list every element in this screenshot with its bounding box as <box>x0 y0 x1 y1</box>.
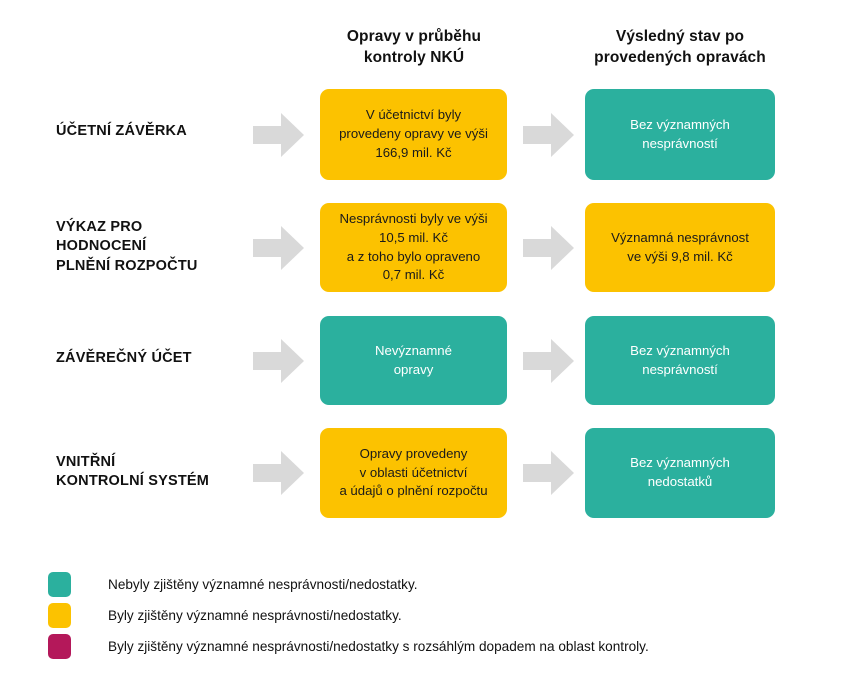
arrow-right-icon <box>523 338 575 384</box>
legend-item: Byly zjištěny významné nesprávnosti/nedo… <box>48 632 649 661</box>
row-label-ucetni-zaverka: ÚČETNÍ ZÁVĚRKA <box>56 123 187 139</box>
arrow-right-icon <box>253 338 305 384</box>
legend-label-magenta: Byly zjištěny významné nesprávnosti/nedo… <box>108 639 649 654</box>
arrow-right-icon <box>253 225 305 271</box>
legend: Nebyly zjištěny významné nesprávnosti/ne… <box>48 570 649 663</box>
legend-item: Byly zjištěny významné nesprávnosti/nedo… <box>48 601 649 630</box>
arrow-right-icon <box>523 112 575 158</box>
arrow-right-icon <box>253 112 305 158</box>
arrow-right-icon <box>523 450 575 496</box>
legend-swatch-yellow <box>48 603 71 628</box>
arrow-right-icon <box>253 450 305 496</box>
arrow-right-icon <box>523 225 575 271</box>
legend-label-yellow: Byly zjištěny významné nesprávnosti/nedo… <box>108 608 402 623</box>
legend-swatch-teal <box>48 572 71 597</box>
legend-swatch-magenta <box>48 634 71 659</box>
row-label-zaverecny-ucet: ZÁVĚREČNÝ ÚČET <box>56 350 192 366</box>
legend-label-teal: Nebyly zjištěny významné nesprávnosti/ne… <box>108 577 418 592</box>
legend-item: Nebyly zjištěny významné nesprávnosti/ne… <box>48 570 649 599</box>
